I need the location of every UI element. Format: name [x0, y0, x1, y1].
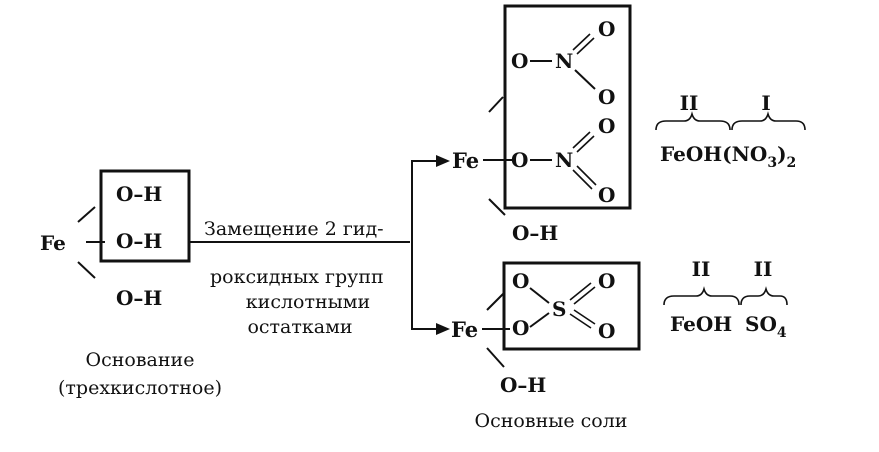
nitrate-valence-right: I	[761, 91, 770, 115]
sulfate-o-lower-left: O	[512, 316, 529, 340]
sulfate-brace-right	[740, 286, 788, 306]
nitrate-oh: O–H	[512, 221, 558, 245]
sulfate-formula-right: SO4	[745, 312, 787, 341]
sulfate-formula-main: SO	[745, 312, 777, 336]
nitrate-valence-left: II	[680, 91, 699, 115]
nitrate-formula-close: )	[777, 142, 786, 166]
nitrate-double-bond-top-a	[572, 33, 591, 51]
base-bond-lower	[77, 261, 96, 279]
sulfate-double-bond-lr-b	[573, 309, 596, 325]
sulfate-oh: O–H	[500, 373, 546, 397]
base-oh-3: O–H	[116, 286, 162, 310]
nitrate-fe-bond-up	[488, 96, 504, 113]
reaction-label-line2: роксидных групп	[210, 266, 384, 288]
sulfate-valence-right: II	[754, 257, 773, 281]
sulfate-double-bond-lr-a	[569, 313, 592, 329]
base-oh-2: O–H	[116, 229, 162, 253]
sulfate-brace-left	[663, 286, 740, 306]
nitrate-brace-right	[731, 111, 806, 131]
nitrate-formula-main: FeOH(NO	[660, 142, 767, 166]
nitrate-o-top: O	[511, 49, 528, 73]
reaction-arrow: Замещение 2 гид- роксидных групп кислотн…	[189, 155, 450, 338]
base-oh-1: O–H	[116, 182, 162, 206]
sulfate-bond-ll	[529, 312, 550, 328]
nitrate-formula-sub: 3	[767, 155, 777, 171]
sulfate-fe-bond-up	[486, 292, 505, 311]
sulfate-double-bond-ur-a	[569, 282, 592, 301]
nitrate-n-mid: N	[555, 148, 573, 172]
reaction-label-line1: Замещение 2 гид-	[204, 218, 384, 240]
nitrate-salt: Fe O N O O O N O O O–H II I FeOH(NO3)2	[452, 4, 806, 245]
sulfate-formula-left: FeOH	[670, 312, 732, 336]
nitrate-groups-box	[503, 4, 632, 210]
sulfate-formula-sub: 4	[777, 325, 787, 341]
sulfate-valence-left: II	[692, 257, 711, 281]
nitrate-o-top-down: O	[598, 85, 615, 109]
sulfate-o-upper-left: O	[512, 269, 529, 293]
sulfate-o-lower-right: O	[598, 319, 615, 343]
nitrate-n-top: N	[555, 49, 573, 73]
nitrate-o-mid: O	[511, 148, 528, 172]
base-molecule: Fe O–H O–H O–H Основание (трехкислотное)	[40, 169, 222, 399]
sulfate-double-bond-ur-b	[573, 286, 596, 305]
nitrate-double-bond-mid-a	[572, 131, 591, 149]
nitrate-fe-symbol: Fe	[452, 148, 479, 173]
nitrate-double-bond-mid-b	[576, 135, 595, 153]
base-fe-symbol: Fe	[40, 231, 66, 255]
nitrate-o-mid-up: O	[598, 114, 615, 138]
base-caption-line1: Основание	[86, 349, 195, 371]
sulfate-salt: Fe O O S O O O–H II II FeOH SO4	[451, 257, 788, 397]
nitrate-fe-bond-down	[488, 198, 506, 216]
nitrate-formula: FeOH(NO3)2	[660, 142, 796, 171]
sulfate-group-box	[502, 261, 641, 351]
sulfate-s-atom: S	[552, 297, 566, 321]
nitrate-double-bond-mid-c	[572, 169, 593, 190]
nitrate-single-bond-top	[574, 69, 596, 90]
base-caption-line2: (трехкислотное)	[58, 377, 222, 399]
arrow-head-lower	[436, 323, 450, 335]
nitrate-brace-left	[655, 111, 731, 131]
base-bond-upper	[77, 206, 96, 223]
sulfate-fe-bond-down	[486, 347, 505, 368]
nitrate-o-top-up: O	[598, 17, 615, 41]
nitrate-double-bond-mid-d	[576, 165, 597, 186]
reaction-label-line3: кислотными	[246, 291, 370, 313]
sulfate-bond-ul	[529, 287, 550, 304]
nitrate-o-mid-down: O	[598, 183, 615, 207]
reaction-label-line4: остатками	[247, 316, 352, 338]
nitrate-double-bond-top-b	[576, 37, 595, 55]
sulfate-o-upper-right: O	[598, 269, 615, 293]
nitrate-formula-sub2: 2	[787, 155, 797, 171]
base-hydroxyl-box	[99, 169, 191, 263]
arrow-head-upper	[436, 155, 450, 167]
sulfate-fe-symbol: Fe	[451, 317, 478, 342]
salts-caption: Основные соли	[475, 410, 628, 432]
